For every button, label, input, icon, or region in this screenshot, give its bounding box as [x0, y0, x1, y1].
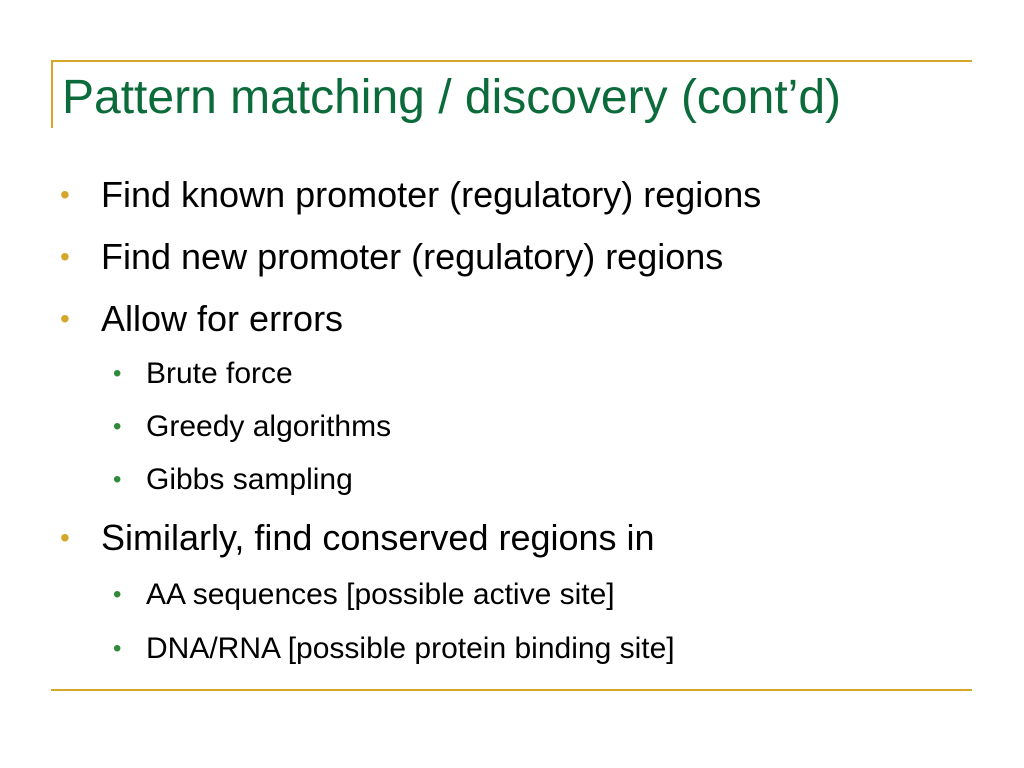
- bullet-text: Find known promoter (regulatory) regions: [101, 174, 762, 215]
- title-side-rule-line: [51, 60, 53, 128]
- bullet-dot-icon: •: [60, 303, 70, 334]
- sub-bullet-text: Gibbs sampling: [146, 463, 353, 496]
- bottom-rule-line: [51, 689, 972, 691]
- sub-bullet-text: DNA/RNA [possible protein binding site]: [146, 632, 675, 665]
- bullet-dot-icon: •: [60, 179, 70, 210]
- bullet-item: • Find known promoter (regulatory) regio…: [60, 173, 762, 217]
- sub-bullet-item: • Brute force: [113, 355, 293, 393]
- bullet-text: Find new promoter (regulatory) regions: [101, 236, 724, 277]
- bullet-dot-icon: •: [60, 241, 70, 272]
- sub-bullet-dot-icon: •: [113, 581, 122, 608]
- sub-bullet-item: • Greedy algorithms: [113, 408, 392, 446]
- sub-bullet-text: Brute force: [146, 357, 293, 390]
- bullet-text: Allow for errors: [101, 298, 344, 339]
- bullet-item: • Find new promoter (regulatory) regions: [60, 235, 724, 279]
- sub-bullet-item: • Gibbs sampling: [113, 461, 353, 499]
- sub-bullet-item: • AA sequences [possible active site]: [113, 576, 615, 614]
- bullet-item: • Similarly, find conserved regions in: [60, 516, 655, 560]
- sub-bullet-text: Greedy algorithms: [146, 410, 392, 443]
- bullet-dot-icon: •: [60, 522, 70, 553]
- sub-bullet-dot-icon: •: [113, 413, 122, 440]
- sub-bullet-item: • DNA/RNA [possible protein binding site…: [113, 630, 675, 668]
- sub-bullet-dot-icon: •: [113, 360, 122, 387]
- slide-title: Pattern matching / discovery (cont’d): [62, 71, 841, 124]
- sub-bullet-dot-icon: •: [113, 635, 122, 662]
- bullet-item: • Allow for errors: [60, 297, 344, 341]
- top-rule-line: [51, 60, 972, 62]
- bullet-text: Similarly, find conserved regions in: [101, 517, 655, 558]
- sub-bullet-dot-icon: •: [113, 466, 122, 493]
- sub-bullet-text: AA sequences [possible active site]: [146, 578, 615, 611]
